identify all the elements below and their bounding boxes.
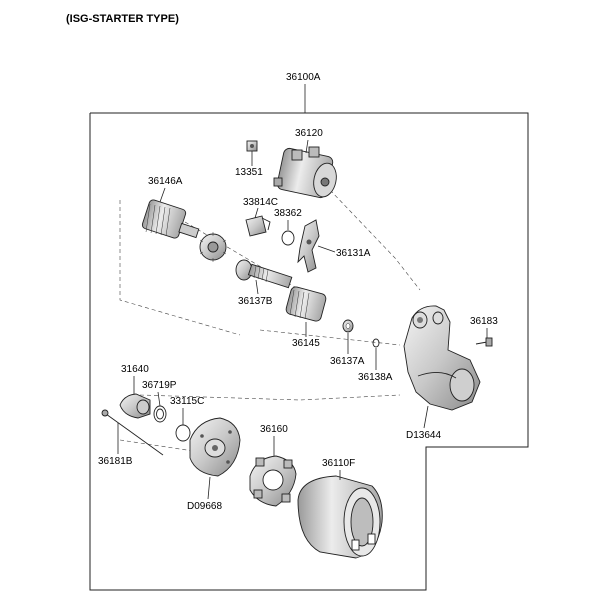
- bolt-part: [475, 337, 493, 347]
- clutch-part: [141, 199, 200, 239]
- yoke-part: [297, 475, 383, 559]
- diagram-title: (ISG-STARTER TYPE): [66, 13, 179, 25]
- label-33814C: 33814C: [243, 197, 278, 208]
- washer-part: [342, 319, 354, 333]
- gasket-part: [153, 405, 167, 423]
- label-36181B: 36181B: [98, 456, 133, 467]
- label-33115C: 33115C: [170, 396, 204, 407]
- solenoid-part: [273, 146, 337, 199]
- snap-ring-part: [372, 338, 380, 348]
- assembly-frame: [89, 112, 529, 591]
- label-36138A: 36138A: [358, 372, 393, 383]
- label-36131A: 36131A: [336, 248, 371, 259]
- spring-part: [245, 215, 271, 237]
- label-36137A: 36137A: [330, 356, 365, 367]
- assembly-label: 36100A: [286, 72, 321, 83]
- rear-bracket-part: [189, 417, 241, 477]
- ring-part: [281, 230, 295, 246]
- label-D09668: D09668: [187, 501, 222, 512]
- o-ring-part: [175, 424, 191, 442]
- lever-part: [297, 219, 320, 273]
- shaft-part: [235, 259, 293, 289]
- gear-part: [199, 232, 227, 262]
- label-36160: 36160: [260, 424, 288, 435]
- through-bolt-part: [101, 409, 164, 456]
- label-38362: 38362: [274, 208, 302, 219]
- label-36137B: 36137B: [238, 296, 273, 307]
- label-36719P: 36719P: [142, 380, 177, 391]
- nut-part: [246, 140, 258, 152]
- label-36120: 36120: [295, 128, 323, 139]
- label-36146A: 36146A: [148, 176, 183, 187]
- label-36110F: 36110F: [322, 458, 355, 469]
- brush-holder-part: [249, 455, 297, 507]
- label-36183: 36183: [470, 316, 498, 327]
- label-31640: 31640: [121, 364, 149, 375]
- label-D13644: D13644: [406, 430, 441, 441]
- front-housing-part: [403, 305, 481, 411]
- label-13351: 13351: [235, 167, 263, 178]
- cap-part: [119, 393, 151, 419]
- assembly-dashed-lines: [119, 189, 421, 453]
- pinion-part: [285, 286, 327, 322]
- label-36145: 36145: [292, 338, 320, 349]
